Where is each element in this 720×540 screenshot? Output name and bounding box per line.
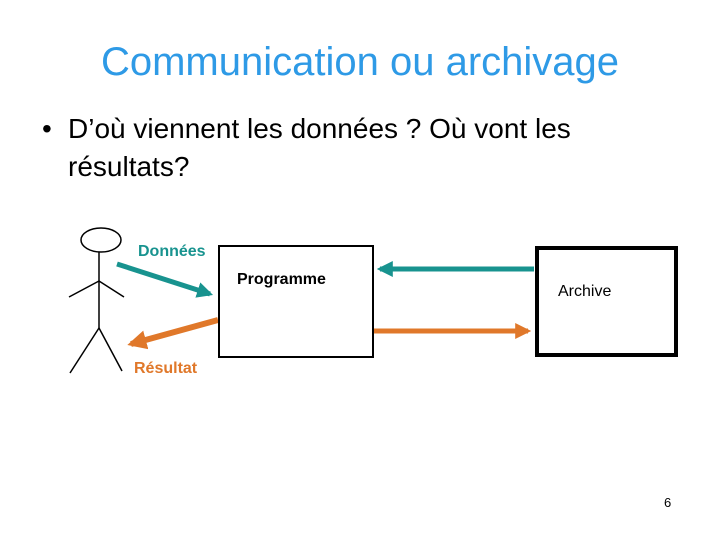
page-number: 6 [664,495,672,510]
arrow-donnees [116,261,214,298]
bullet-text: D’où viennent les données ? Où vont les … [68,113,571,182]
programme-box-label: Programme [237,271,326,288]
label-donnees: Données [138,243,206,260]
bullet-item: • D’où viennent les données ? Où vont le… [42,110,672,186]
archive-box: Archive [535,246,678,357]
label-resultat: Résultat [134,360,198,377]
person-stick-figure-icon [68,227,125,374]
arrow-resultat [127,317,219,350]
programme-box: Programme [218,245,374,358]
archive-box-label: Archive [558,283,612,300]
bullet-marker: • [42,113,52,144]
slide-title: Communication ou archivage [100,40,620,84]
